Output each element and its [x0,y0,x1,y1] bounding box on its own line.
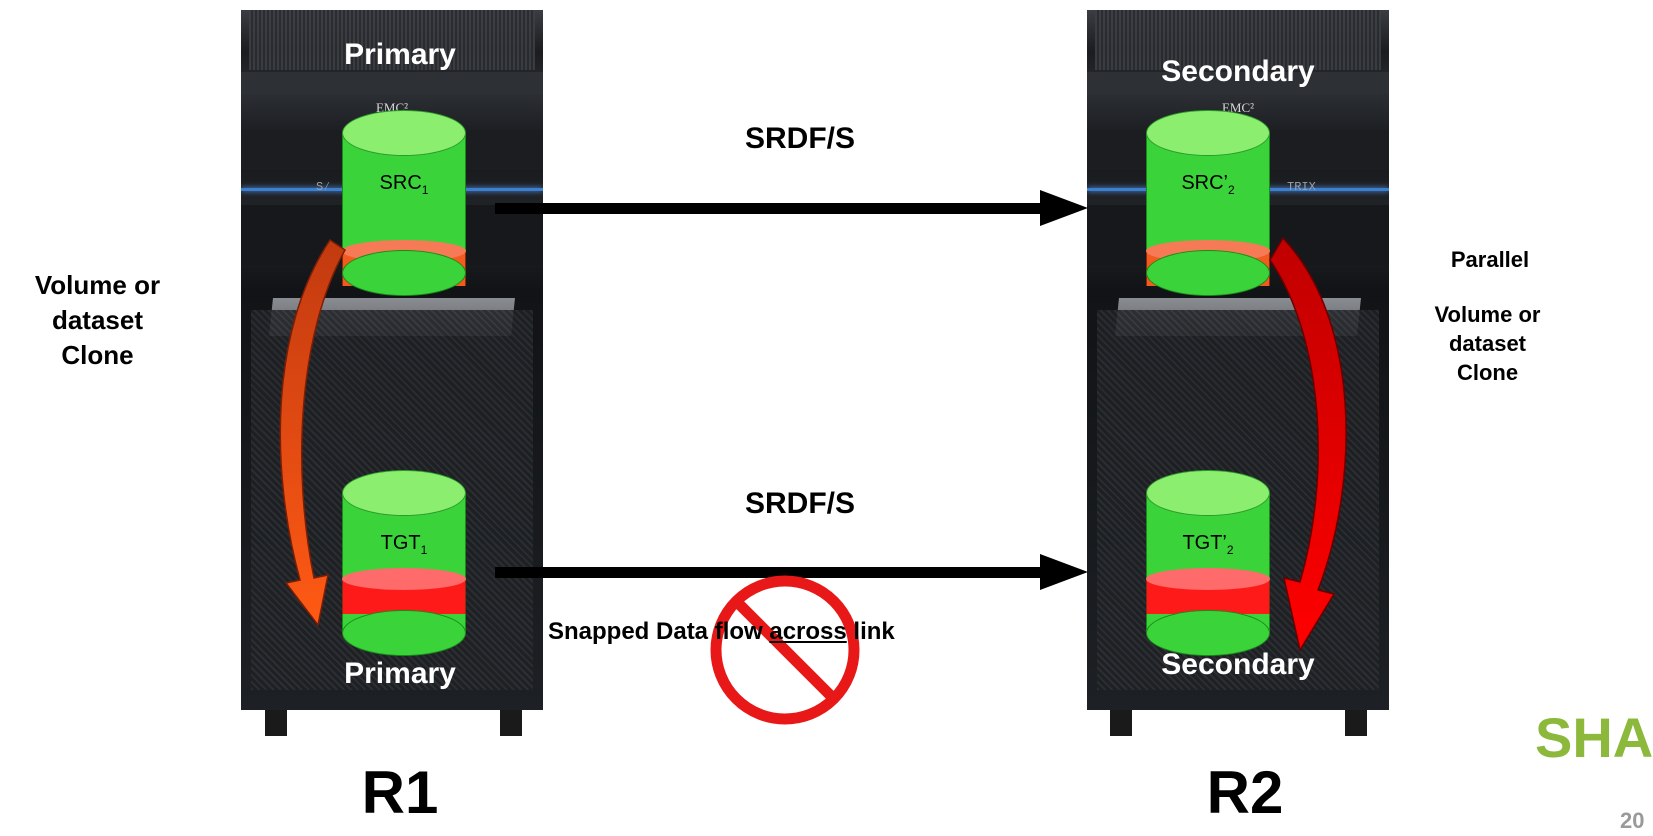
r1-label: R1 [361,759,439,826]
target-volume-r2: TGT’2 [1146,470,1270,660]
primary-bottom-title: Primary [344,657,456,690]
secondary-top-title: Secondary [1161,55,1315,88]
volume-subscript: 2 [1226,543,1234,557]
volume-name: SRC’ [1181,172,1228,194]
source-volume-r1: SRC1 [342,110,466,300]
r2-label: R2 [1206,759,1284,826]
left-clone-arrow [279,238,346,627]
primary-top-title: Primary [344,38,456,71]
snapped-data-note: Snapped Data flow across link [548,618,895,645]
srdf-bottom-label: SRDF/S [744,487,855,520]
share-logo: SHAR [1535,706,1653,769]
left-clone-note: Volume or dataset Clone [34,270,161,370]
srdf-top-arrow [495,190,1088,226]
volume-name: TGT’ [1182,532,1227,554]
target-volume-r1: TGT1 [342,470,466,660]
prohibited-icon [710,575,860,725]
right-clone-note: Volume or dataset Clone [1434,302,1541,385]
volume-subscript: 1 [420,543,428,557]
share-logo-year: 20 [1620,808,1645,833]
volume-name: SRC [379,172,422,194]
volume-subscript: 1 [421,183,429,197]
source-volume-r2: SRC’2 [1146,110,1270,300]
volume-name: TGT [380,532,421,554]
right-clone-arrow [1269,236,1347,652]
volume-subscript: 2 [1227,183,1235,197]
srdf-top-label: SRDF/S [744,122,855,155]
srdf-bottom-arrow [495,554,1088,590]
right-parallel-label: Parallel [1450,247,1530,272]
